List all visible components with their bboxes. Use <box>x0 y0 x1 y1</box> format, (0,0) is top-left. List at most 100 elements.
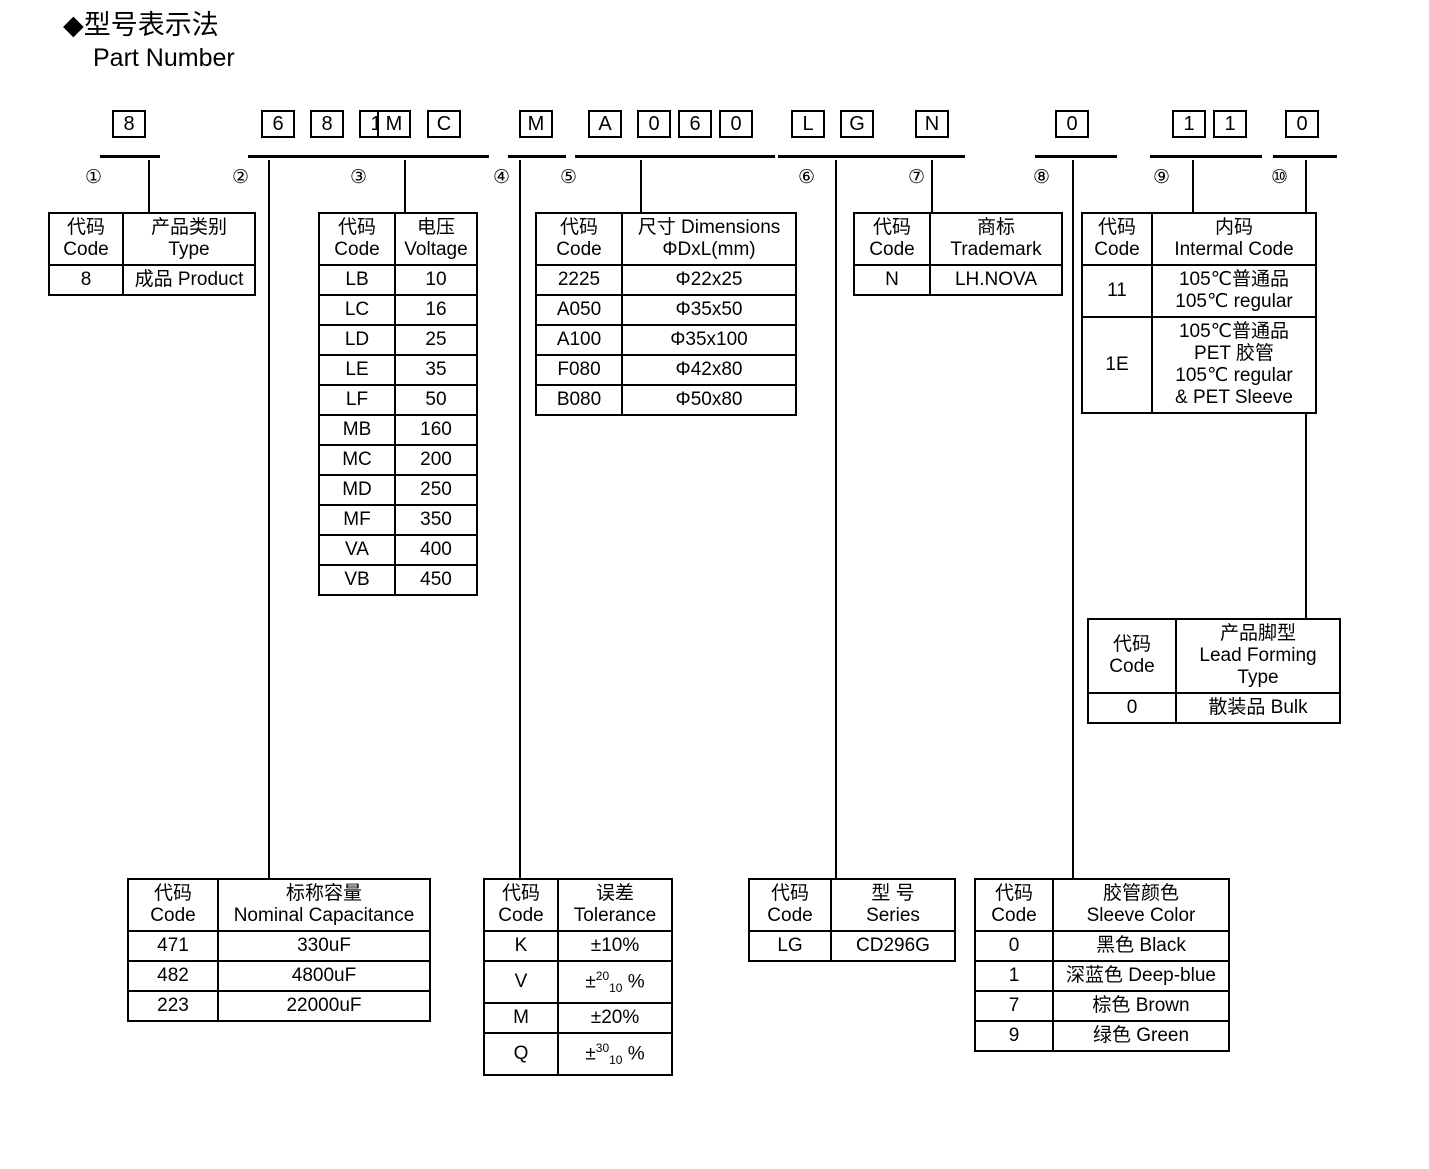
cell-code: B080 <box>535 384 623 416</box>
series-header-code: 代码 Code <box>748 878 832 932</box>
cell-code: F080 <box>535 354 623 386</box>
tolerance-header-code: 代码 Code <box>483 878 559 932</box>
cell-value: Φ35x50 <box>621 294 797 326</box>
table-row: N LH.NOVA <box>853 264 1063 296</box>
cell-code: A050 <box>535 294 623 326</box>
group-connector-line <box>931 160 933 212</box>
cell-value: ±2010 % <box>557 959 673 1005</box>
sleeve-header-code: 代码 Code <box>974 878 1054 932</box>
part-number-char: 6 <box>261 110 295 138</box>
group-index-marker: ④ <box>493 166 511 188</box>
voltage-header-code: 代码 Code <box>318 212 396 266</box>
cell-code: Q <box>483 1032 559 1077</box>
cell-code: 1 <box>974 960 1054 992</box>
group-connector-line <box>148 160 150 212</box>
group-connector-line <box>519 160 521 878</box>
cell-value: 160 <box>394 414 478 446</box>
part-number-char: N <box>915 110 949 138</box>
group-index-marker: ⑩ <box>1271 166 1289 188</box>
cell-code: LE <box>318 354 396 386</box>
cell-value: 深蓝色 Deep-blue <box>1052 960 1230 992</box>
table-row: M±20% <box>483 1002 673 1035</box>
cell-value: Φ22x25 <box>621 264 797 296</box>
group-index-marker: ⑥ <box>798 166 816 188</box>
cell-value: Φ35x100 <box>621 324 797 356</box>
group-underline <box>508 155 566 158</box>
cell-code: V <box>483 959 559 1005</box>
part-number-char: L <box>791 110 825 138</box>
part-number-char: 0 <box>637 110 671 138</box>
part-number-char: C <box>427 110 461 138</box>
cell-code: VB <box>318 564 396 596</box>
group-index-marker: ⑦ <box>908 166 926 188</box>
cell-code: 1E <box>1081 316 1153 414</box>
group-index-marker: ① <box>85 166 103 188</box>
cell-code: MB <box>318 414 396 446</box>
cell-code: MF <box>318 504 396 536</box>
cell-code: 7 <box>974 990 1054 1022</box>
group-index-marker: ⑨ <box>1153 166 1171 188</box>
series-header-value: 型 号 Series <box>830 878 956 932</box>
type-header-code: 代码 Code <box>48 212 124 266</box>
group-connector-line <box>835 160 837 878</box>
part-number-char: 0 <box>1285 110 1319 138</box>
group-connector-line <box>1192 160 1194 212</box>
cell-value: 50 <box>394 384 478 416</box>
cell-value: 330uF <box>217 930 431 962</box>
part-number-char: 1 <box>1213 110 1247 138</box>
group-index-marker: ⑧ <box>1033 166 1051 188</box>
table-row: K±10% <box>483 930 673 962</box>
cell-value: 棕色 Brown <box>1052 990 1230 1022</box>
cell-code: 482 <box>127 960 219 992</box>
page-title-en: Part Number <box>93 44 235 72</box>
cell-code: MD <box>318 474 396 506</box>
cell-value: 黑色 Black <box>1052 930 1230 962</box>
part-number-char: 1 <box>1172 110 1206 138</box>
dimensions-header-code: 代码 Code <box>535 212 623 266</box>
cell-code: 8 <box>48 264 124 296</box>
cell-value: LH.NOVA <box>929 264 1063 296</box>
lead-header-code: 代码 Code <box>1087 618 1177 694</box>
internal-header-code: 代码 Code <box>1081 212 1153 266</box>
group-index-marker: ⑤ <box>560 166 578 188</box>
group-underline <box>575 155 775 158</box>
part-number-char: 8 <box>310 110 344 138</box>
part-number-char: M <box>519 110 553 138</box>
group-underline <box>1035 155 1117 158</box>
group-connector-line <box>404 160 406 212</box>
capacitance-header-value: 标称容量 Nominal Capacitance <box>217 878 431 932</box>
cell-value: 200 <box>394 444 478 476</box>
cell-value: 400 <box>394 534 478 566</box>
cell-value: 散装品 Bulk <box>1175 692 1341 724</box>
table-series: 代码 Code 型 号 Series LG CD296G <box>748 878 956 962</box>
cell-code: 471 <box>127 930 219 962</box>
table-row: V±2010 % <box>483 959 673 1005</box>
table-lead-forming: 代码 Code 产品脚型 Lead Forming Type 0 散装品 Bul… <box>1087 618 1341 724</box>
group-underline <box>364 155 489 158</box>
table-row: Q±3010 % <box>483 1032 673 1077</box>
cell-code: VA <box>318 534 396 566</box>
cell-value: 成品 Product <box>122 264 256 296</box>
part-number-char: 6 <box>678 110 712 138</box>
trademark-header-value: 商标 Trademark <box>929 212 1063 266</box>
lead-header-value: 产品脚型 Lead Forming Type <box>1175 618 1341 694</box>
table-type: 代码 Code 产品类别 Type 8 成品 Product <box>48 212 256 296</box>
tolerance-header-value: 误差 Tolerance <box>557 878 673 932</box>
group-connector-line <box>268 160 270 878</box>
